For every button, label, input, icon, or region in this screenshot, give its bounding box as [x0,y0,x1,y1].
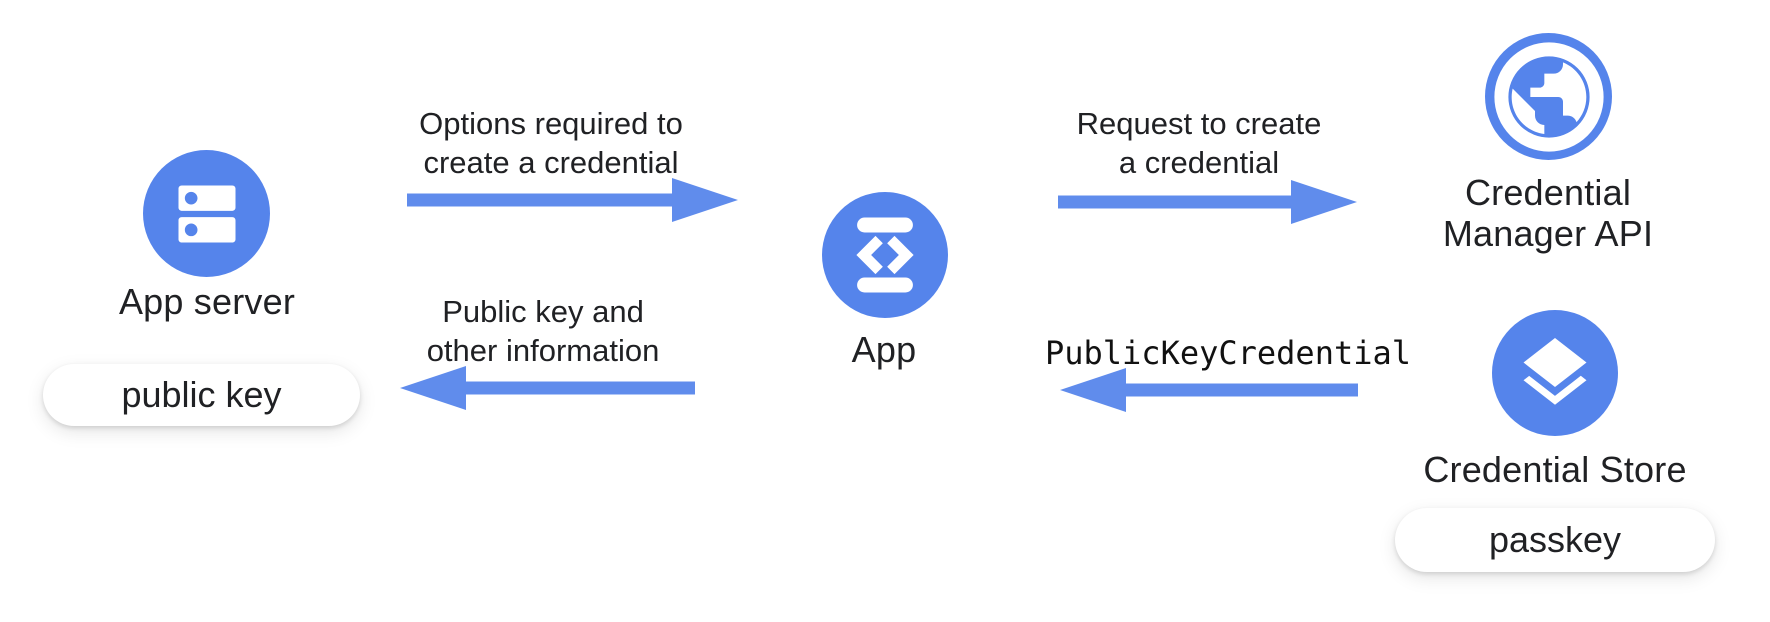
public-key-info-flow-label: Public key and other information [426,294,660,368]
app-label: App [851,329,917,370]
credential-manager-api-label: Credential Manager API [1442,172,1654,254]
public-key-pill: public key [43,364,360,426]
options-flow-label: Options required to create a credential [419,106,683,180]
public-key-credential-flow-label: PublicKeyCredential [1044,334,1412,372]
layers-icon [1523,338,1587,405]
credential-store-node [1492,310,1618,436]
app-server-label: App server [118,281,296,322]
credential-manager-api-node [1485,33,1612,160]
request-flow-label: Request to create a credential [1076,106,1322,180]
app-node [822,192,948,318]
public-key-pill-label: public key [121,374,282,415]
passkey-pill-label: passkey [1488,519,1622,560]
phone-code-icon [856,217,914,293]
passkey-pill: passkey [1395,508,1715,572]
credential-store-label: Credential Store [1423,449,1687,490]
app-server-node [143,150,270,277]
arrow-right-options [407,178,738,222]
arrow-right-request [1058,180,1357,224]
arrow-left-public-key-info [400,366,695,410]
globe-icon [1493,41,1604,152]
arrow-left-public-key-credential [1060,368,1358,412]
server-icon [178,185,235,242]
